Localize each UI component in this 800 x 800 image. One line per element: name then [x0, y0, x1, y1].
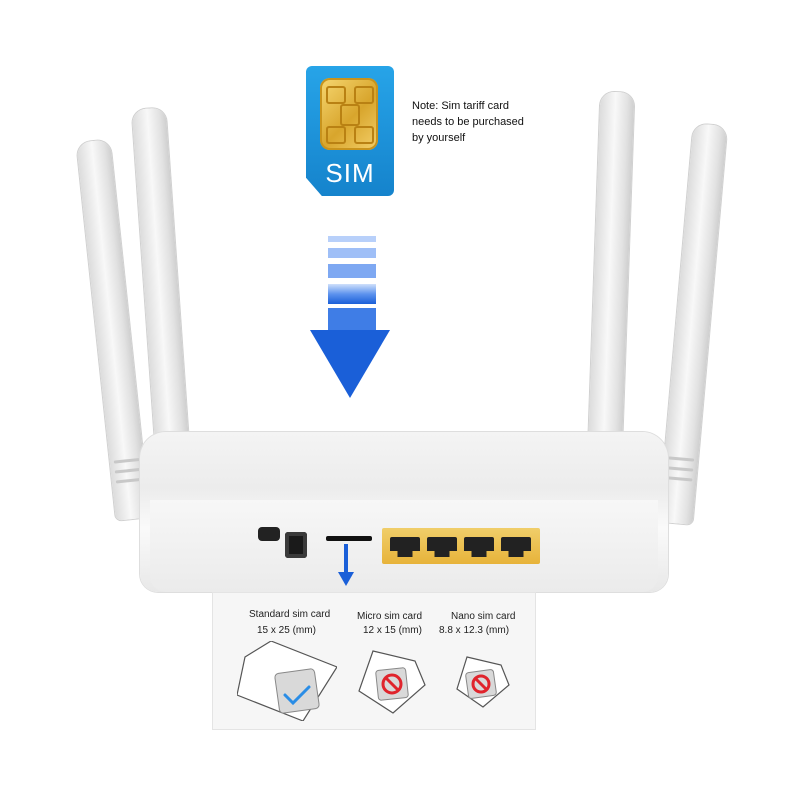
note-text: Note: Sim tariff card needs to be purcha… [412, 100, 524, 144]
lan-port-panel [382, 528, 540, 564]
nano-sim-shape [456, 656, 510, 708]
sim-card: SIM [306, 66, 394, 196]
size-dim-standard: 15 x 25 (mm) [257, 625, 316, 636]
slot-arrow-icon [338, 544, 354, 586]
lan-port [427, 537, 457, 557]
lan-port [390, 537, 420, 557]
check-icon [283, 685, 311, 706]
prohibited-icon [471, 674, 491, 694]
micro-sim-shape [358, 650, 426, 714]
sim-card-label: SIM [325, 158, 375, 188]
size-dim-nano: 8.8 x 12.3 (mm) [439, 625, 510, 636]
sim-size-panel: Standard sim card 15 x 25 (mm) Micro sim… [212, 592, 536, 730]
sim-card-slot [326, 536, 372, 541]
size-dim-micro: 12 x 15 (mm) [363, 625, 422, 636]
lan-port [501, 537, 531, 557]
size-name-nano: Nano sim card [451, 611, 516, 622]
size-name-micro: Micro sim card [357, 611, 423, 622]
down-arrow-icon [310, 236, 390, 398]
sim-chip-icon [320, 78, 378, 150]
prohibited-icon [381, 673, 403, 695]
antenna-right-outer [658, 123, 728, 525]
dc-power-jack [285, 532, 307, 558]
size-name-standard: Standard sim card [249, 609, 331, 620]
power-button [258, 527, 280, 541]
standard-sim-shape [237, 641, 337, 721]
lan-port [464, 537, 494, 557]
